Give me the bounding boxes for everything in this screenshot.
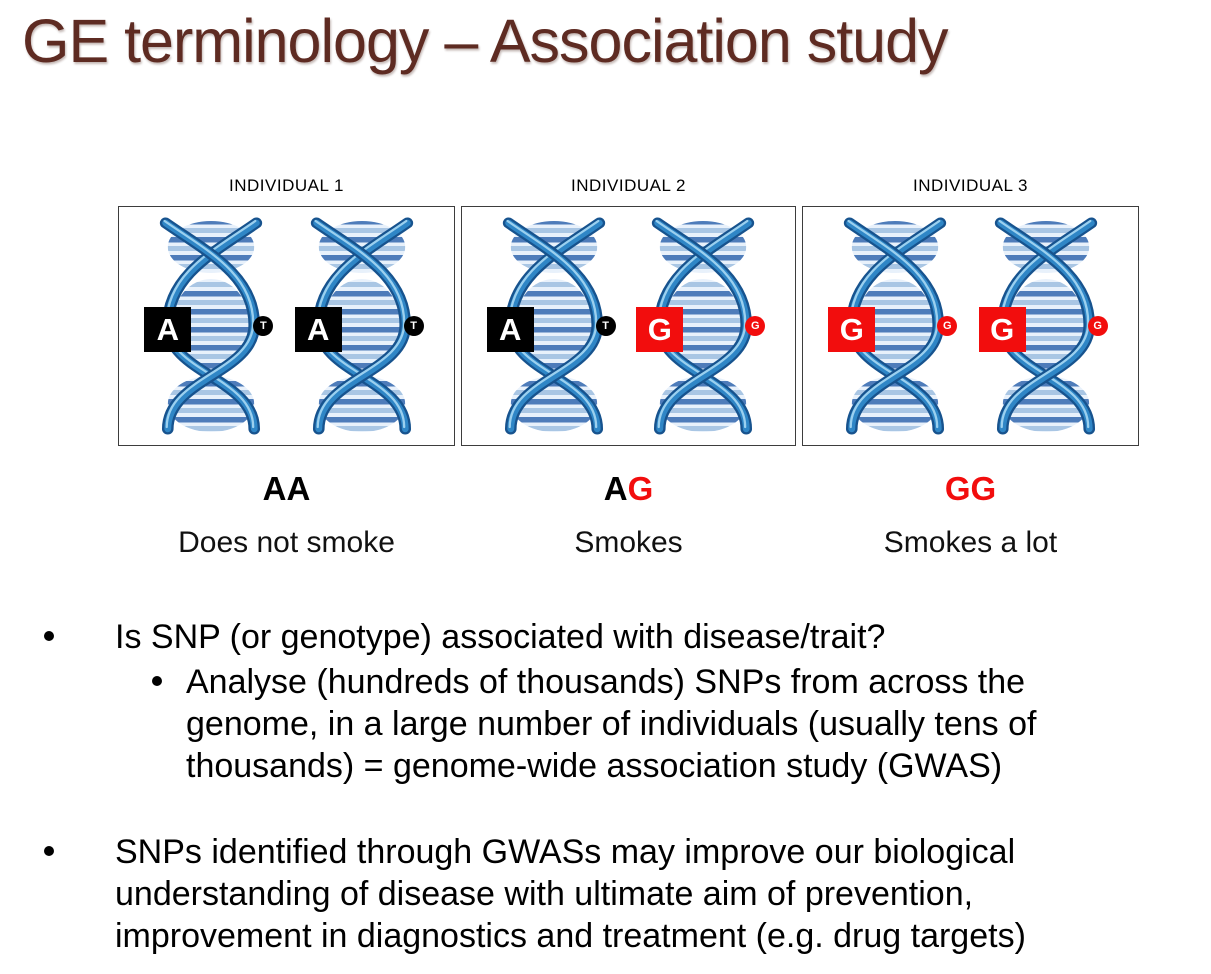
phenotype-individual-2: Smokes xyxy=(574,526,683,559)
genotype-letter: G xyxy=(627,470,654,507)
text-line: genome, in a large number of individuals… xyxy=(186,705,1037,743)
allele-square: A xyxy=(144,307,192,352)
phenotype-row: Does not smoke Smokes Smokes a lot xyxy=(118,526,1139,560)
bullet-item-1: Is SNP (or genotype) associated with dis… xyxy=(0,616,1190,658)
partner-allele-circle: T xyxy=(595,316,616,336)
dna-helix: A T xyxy=(294,217,424,435)
genotype-letter: G xyxy=(970,470,997,507)
page-title: GE terminology – Association study xyxy=(22,7,949,75)
genotype-letter: A xyxy=(286,470,311,507)
text-line: thousands) = genome-wide association stu… xyxy=(186,747,1003,785)
individual-2-panel: A T G G xyxy=(461,206,796,446)
text-line: Analyse (hundreds of thousands) SNPs fro… xyxy=(186,663,1026,701)
genotype-individual-3: GG xyxy=(802,470,1139,508)
partner-allele-circle: T xyxy=(403,316,424,336)
partner-allele-circle: G xyxy=(1087,316,1108,336)
allele-square: A xyxy=(294,307,342,352)
bullet-dot xyxy=(152,676,162,686)
phenotype-individual-1: Does not smoke xyxy=(178,526,395,559)
text-line: improvement in diagnostics and treatment… xyxy=(115,917,1026,955)
bullet-item-2-text: SNPs identified through GWASs may improv… xyxy=(115,831,1190,957)
partner-allele-circle: G xyxy=(937,316,958,336)
partner-allele-circle: T xyxy=(253,316,274,336)
bullet-dot xyxy=(44,631,54,641)
text-line: SNPs identified through GWASs may improv… xyxy=(115,833,1016,871)
text-line: understanding of disease with ultimate a… xyxy=(115,875,974,913)
allele-square: G xyxy=(978,307,1026,352)
allele-square: A xyxy=(486,307,534,352)
bullet-dot xyxy=(44,846,54,856)
individual-labels-row: INDIVIDUAL 1 INDIVIDUAL 2 INDIVIDUAL 3 xyxy=(118,176,1139,196)
genotype-individual-1: AA xyxy=(118,470,455,508)
allele-square: G xyxy=(828,307,876,352)
allele-square: G xyxy=(636,307,684,352)
individual-1-label: INDIVIDUAL 1 xyxy=(229,176,344,195)
dna-panels-row: A T A T A T G G G G G G xyxy=(118,206,1139,446)
dna-helix: A T xyxy=(144,217,274,435)
dna-helix: G G xyxy=(636,217,766,435)
dna-helix: G G xyxy=(828,217,958,435)
bullet-item-1-text: Is SNP (or genotype) associated with dis… xyxy=(115,618,886,656)
genotype-row: AA AG GG xyxy=(118,470,1139,508)
phenotype-individual-3: Smokes a lot xyxy=(883,526,1058,559)
bullet-item-2: SNPs identified through GWASs may improv… xyxy=(0,831,1190,957)
dna-helix: G G xyxy=(978,217,1108,435)
genotype-individual-2: AG xyxy=(461,470,796,508)
bullet-item-1-sub: Analyse (hundreds of thousands) SNPs fro… xyxy=(0,661,1190,787)
dna-helix: A T xyxy=(486,217,616,435)
bullet-item-1-sub-text: Analyse (hundreds of thousands) SNPs fro… xyxy=(186,661,1190,787)
individual-2-label: INDIVIDUAL 2 xyxy=(571,176,686,195)
individual-3-panel: G G G G xyxy=(802,206,1139,446)
partner-allele-circle: G xyxy=(745,316,766,336)
individual-3-label: INDIVIDUAL 3 xyxy=(913,176,1028,195)
genotype-letter: A xyxy=(262,470,287,507)
individual-1-panel: A T A T xyxy=(118,206,455,446)
genotype-letter: A xyxy=(603,470,628,507)
genotype-letter: G xyxy=(944,470,971,507)
